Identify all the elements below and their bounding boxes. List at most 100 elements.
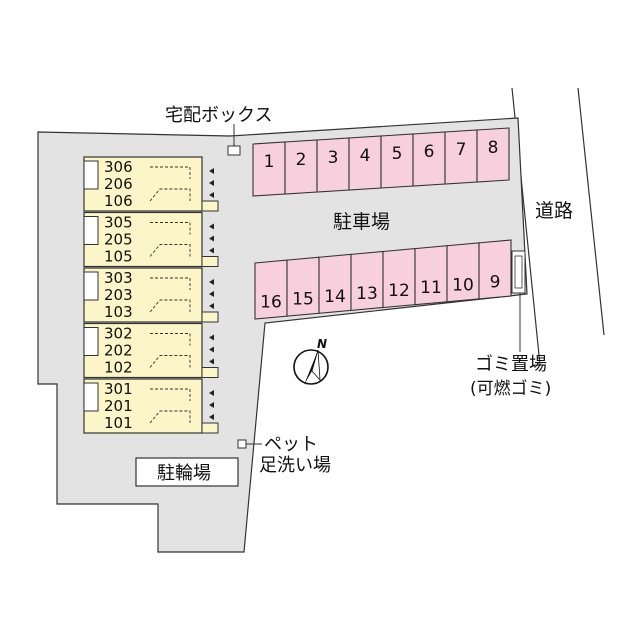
parking-top-8: 8 — [476, 127, 510, 183]
entry-arrow — [209, 303, 214, 309]
unit-number: 101 — [104, 414, 133, 432]
entry-arrow — [209, 291, 214, 297]
parking-space-number: 14 — [324, 287, 346, 307]
parking-space-number: 12 — [388, 281, 410, 301]
building-dashed-line — [150, 333, 191, 346]
parking-top-5: 5 — [380, 133, 414, 189]
north-label: N — [317, 337, 327, 351]
parking-top-4: 4 — [348, 135, 382, 191]
building-body — [83, 156, 203, 212]
entry-arrow — [209, 402, 214, 408]
building-body — [83, 267, 203, 323]
entry-arrow — [209, 235, 214, 242]
unit-number: 303 — [104, 269, 133, 287]
parking-bottom-10: 10 — [446, 242, 480, 303]
building-balcony — [201, 200, 219, 212]
building-dashed-line — [149, 188, 191, 202]
parking-space-number: 15 — [292, 290, 314, 310]
garbage-area-marker — [511, 250, 526, 294]
parking-bottom-13: 13 — [350, 250, 384, 311]
building-dashed-line — [150, 277, 191, 290]
entry-arrow — [209, 346, 214, 353]
garbage-sub-label: (可燃ゴミ) — [470, 378, 551, 399]
road-line-right — [577, 87, 605, 336]
building-stair — [83, 216, 99, 245]
parking-space-number: 8 — [488, 138, 499, 158]
parking-top-2: 2 — [284, 139, 318, 195]
building-dashed-line — [150, 388, 191, 401]
building-balcony — [201, 367, 219, 378]
north-compass: N — [293, 337, 329, 385]
parking-space-number: 2 — [296, 150, 307, 170]
road-label: 道路 — [535, 200, 573, 222]
building-stair — [83, 327, 99, 356]
parking-space-number: 6 — [424, 142, 435, 162]
parking-space-number: 16 — [260, 293, 282, 313]
pet-footwash-label-2: 足洗い場 — [259, 455, 331, 476]
unit-number: 301 — [104, 380, 133, 398]
parking-top-3: 3 — [316, 137, 350, 193]
unit-number: 202 — [104, 342, 133, 360]
entry-arrow — [209, 247, 214, 254]
parking-space-number: 7 — [456, 140, 467, 160]
unit-number: 203 — [104, 286, 133, 304]
parking-top-7: 7 — [444, 129, 478, 185]
entry-arrow — [209, 168, 214, 174]
garbage-area-inner — [514, 255, 523, 289]
building-blocks: 3062061063052051053032031033022021023012… — [83, 156, 219, 434]
building-dashed-line — [149, 410, 191, 424]
parking-bottom-16: 16 — [254, 259, 288, 320]
unit-number: 306 — [104, 158, 133, 176]
parking-space-shape — [478, 239, 512, 300]
entry-arrow — [209, 334, 214, 341]
parking-space-number: 11 — [420, 278, 442, 298]
building-body — [83, 322, 203, 379]
unit-number: 103 — [104, 303, 133, 321]
bicycle-parking-box — [135, 457, 239, 487]
entry-arrow — [209, 192, 214, 198]
pet-footwash-marker — [237, 439, 247, 449]
parking-top-1: 1 — [252, 141, 286, 197]
unit-number: 201 — [104, 397, 133, 415]
parking-space-number: 13 — [356, 284, 378, 304]
building-dashed-line — [149, 244, 191, 257]
unit-number: 106 — [104, 192, 133, 210]
building-body — [83, 211, 203, 268]
unit-number: 105 — [104, 248, 133, 266]
entry-arrow — [209, 390, 214, 396]
building-dashed-line — [149, 355, 191, 368]
building-dashed-line — [150, 166, 191, 179]
parking-space-number: 10 — [452, 275, 474, 295]
parking-bottom-11: 11 — [414, 245, 448, 306]
parking-bottom-9: 9 — [478, 239, 512, 300]
unit-number: 205 — [104, 231, 133, 249]
building-balcony — [201, 422, 219, 434]
delivery-box-label: 宅配ボックス — [165, 105, 272, 126]
parking-space-number: 5 — [392, 144, 403, 164]
entry-arrow — [209, 279, 214, 285]
parking-top-6: 6 — [412, 131, 446, 187]
parking-label: 駐車場 — [333, 211, 390, 233]
unit-number: 206 — [104, 175, 133, 193]
building-balcony — [201, 311, 219, 323]
building-dashed-line — [149, 299, 191, 313]
building-body — [83, 378, 203, 434]
unit-number: 302 — [104, 325, 133, 343]
parking-space-number: 9 — [490, 272, 501, 292]
parking-bottom-14: 14 — [318, 253, 352, 314]
garbage-label: ゴミ置場 — [475, 354, 547, 375]
parking-bottom-12: 12 — [382, 248, 416, 309]
building-stair — [83, 160, 99, 190]
delivery-box-marker — [227, 145, 241, 156]
building-balcony — [201, 256, 219, 267]
building-stair — [83, 382, 99, 412]
building-dashed-line — [150, 222, 191, 235]
entry-arrow — [209, 223, 214, 230]
parking-space-number: 4 — [360, 146, 371, 166]
